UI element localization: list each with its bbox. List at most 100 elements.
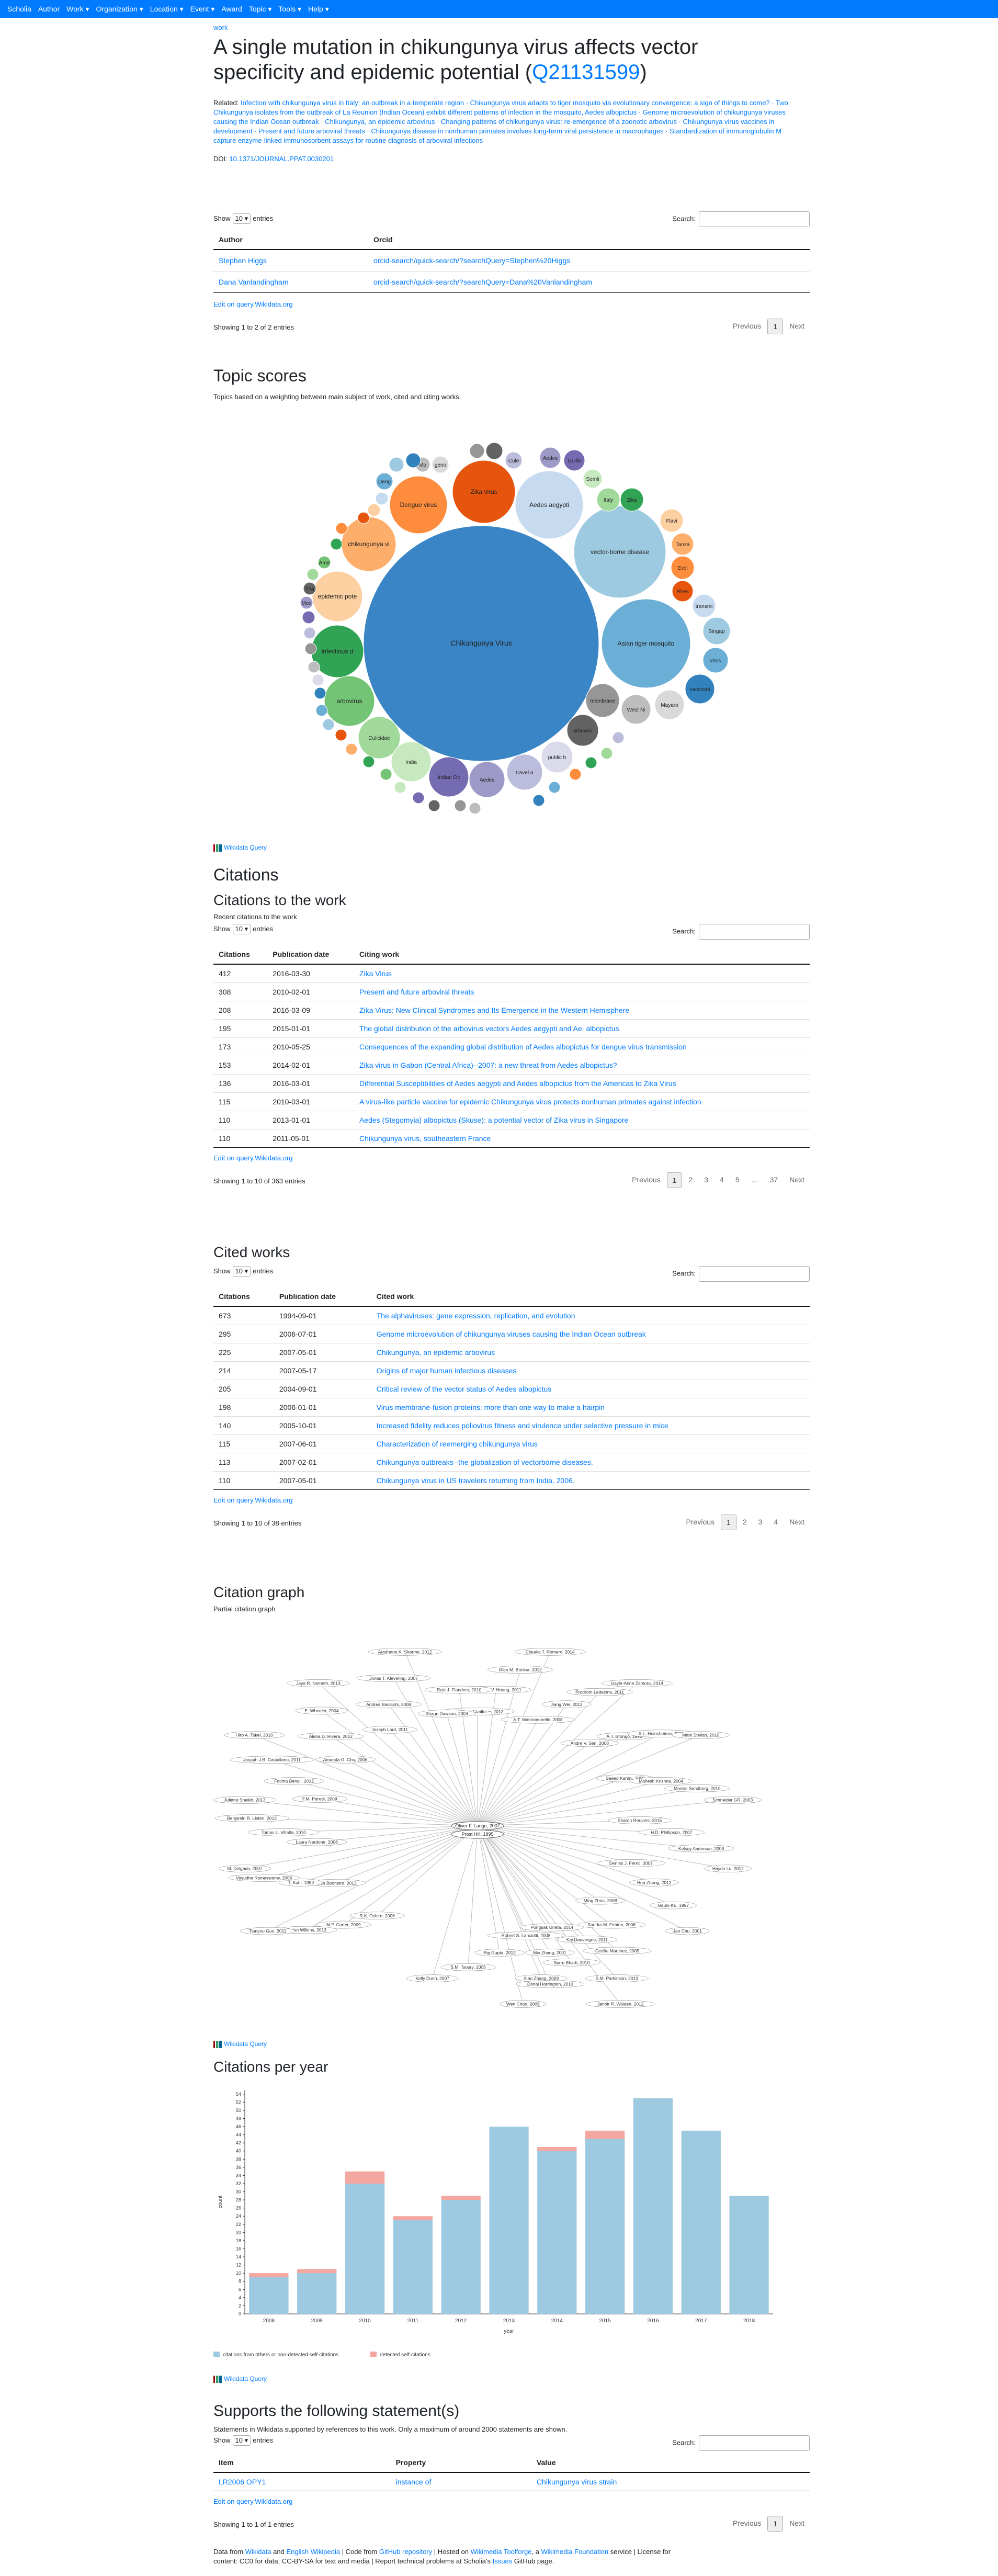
nav-item-5[interactable]: Event ▾ [190,4,215,13]
topic-bubble[interactable] [532,794,545,807]
graph-node[interactable]: Jenoir R. Walden, 2012 [586,2000,655,2008]
graph-node[interactable]: Laura Nardone, 2008 [286,1838,347,1846]
column-header[interactable]: Value [531,2453,810,2473]
topic-bubble[interactable]: Rhes [672,580,694,602]
topic-bubble[interactable] [405,453,421,468]
search-input[interactable] [699,211,810,227]
graph-node[interactable]: Jaya R. Nemeth, 2013 [287,1679,350,1687]
topic-bubble[interactable] [312,674,324,686]
page-button-1[interactable]: 1 [721,1515,736,1530]
topic-bubble[interactable] [302,611,315,624]
graph-node[interactable]: H.D. Phillipson, 2007 [638,1828,705,1836]
table-cell-link[interactable]: Virus membrane-fusion proteins: more tha… [376,1403,605,1411]
graph-node[interactable]: Andrea Baiocchi, 2008 [355,1700,422,1709]
graph-node[interactable]: Fatima Benali, 2012 [264,1777,324,1785]
topic-bubble[interactable]: Mex [300,596,313,609]
nav-item-1[interactable]: Author [38,5,60,13]
topic-bubble[interactable]: Tanza [671,533,694,556]
column-header[interactable]: Citations [213,1287,274,1307]
search-input[interactable] [699,1266,810,1282]
topic-bubble[interactable]: travel a [506,754,543,790]
graph-node[interactable]: Raj Gupta, 2012 [474,1949,525,1957]
wikidata-query-link-cpy[interactable]: Wikidata Query [213,2375,267,2383]
topic-bubble[interactable] [600,747,613,760]
topic-bubble[interactable] [612,731,625,744]
graph-node[interactable]: Mark Stellan, 2010 [672,1731,730,1739]
graph-node[interactable]: Joseph Lord, 2011 [362,1725,417,1734]
doi-link[interactable]: 10.1371/JOURNAL.PPAT.0030201 [229,155,334,163]
footer-link[interactable]: English Wikipedia [286,2548,341,2556]
topic-bubble[interactable] [485,442,503,460]
qid-link[interactable]: Q21131599 [532,61,640,84]
previous-page-button[interactable]: Previous [732,2519,762,2527]
table-cell-link[interactable]: Chikungunya, an epidemic arbovirus [376,1348,495,1357]
graph-node[interactable]: M. Delgado, 2007 [219,1865,271,1873]
topic-bubble[interactable] [569,768,582,781]
entries-select[interactable]: 10 ▾ [232,1266,251,1276]
page-button-1[interactable]: 1 [767,2516,784,2532]
topic-bubble[interactable] [314,687,326,699]
graph-node[interactable]: Joseph J.B. Castellano, 2011 [229,1756,315,1764]
graph-node[interactable]: Schneider GR, 2003 [704,1796,762,1804]
topic-bubble[interactable]: chikungunya vi [341,516,396,572]
topic-bubble[interactable]: Dengue virus [389,476,448,534]
footer-link[interactable]: GitHub repository [379,2548,433,2556]
wikidata-query-link-graph[interactable]: Wikidata Query [213,2040,267,2048]
graph-node[interactable]: Serre Bharti, 2010 [542,1958,601,1967]
page-button-5[interactable]: 5 [735,1176,740,1184]
graph-node[interactable]: Gaulo KE, 1997 [650,1901,697,1910]
column-header[interactable]: Publication date [267,945,354,965]
graph-node[interactable]: Donal Harrington, 2010 [516,1980,585,1988]
graph-node[interactable]: M.P. Carter, 2009 [316,1920,371,1929]
table-cell-link[interactable]: Zika Virus [359,969,392,978]
topic-bubble[interactable]: Mayaro [654,690,685,720]
graph-center-node[interactable]: Oliver F. Lange, 2007 [451,1821,504,1831]
graph-node[interactable]: Dennis J. Ferric, 2007 [596,1859,665,1867]
topic-bubble[interactable]: public h [541,741,573,773]
graph-node[interactable]: Robert S. Lanciotti, 2008 [487,1931,564,1939]
nav-item-9[interactable]: Help ▾ [308,4,329,13]
graph-node[interactable]: Benjamin R. Listen, 2012 [214,1814,289,1822]
page-button-1[interactable]: 1 [767,319,784,334]
topic-bubble[interactable]: Aedes [469,761,505,798]
topic-bubble[interactable]: India [391,741,432,782]
graph-node[interactable]: Aradhana K. Sharma, 2012 [368,1647,442,1656]
footer-link[interactable]: Wikimedia Foundation [541,2548,609,2556]
topic-bubble[interactable]: arbovirus [324,675,375,727]
topic-bubble[interactable] [394,781,406,794]
graph-node[interactable]: Haydn Lo, 2012 [705,1865,752,1873]
topic-bubble[interactable]: Flavi [660,509,684,533]
table-cell-link[interactable]: Chikungunya outbreaks--the globalization… [376,1458,593,1466]
table-cell-link[interactable]: LR2006 OPY1 [219,2478,266,2486]
column-header[interactable]: Orcid [368,230,810,250]
topic-bubble[interactable]: Aedes [539,447,561,469]
topic-bubble[interactable]: Zika virus [452,460,516,524]
page-button-4[interactable]: 4 [774,1518,778,1526]
topic-bubble[interactable]: Asian tiger mosquito [601,598,691,688]
topic-bubble[interactable]: Tha [303,582,316,595]
topic-bubble[interactable]: vaccinati [685,674,715,704]
next-page-button[interactable]: Next [789,1518,804,1526]
topic-bubble[interactable] [375,492,389,505]
graph-node[interactable]: Tomas L. Villalta, 2010 [248,1828,320,1836]
table-cell-link[interactable]: Chikungunya virus strain [536,2478,617,2486]
related-links[interactable]: Infection with chikungunya virus in Ital… [213,99,788,144]
table-cell-link[interactable]: Consequences of the expanding global dis… [359,1043,687,1051]
search-input[interactable] [699,2435,810,2451]
graph-node[interactable]: Hua Zheng, 2012 [629,1879,679,1886]
table-cell-link[interactable]: Genome microevolution of chikungunya vir… [376,1330,646,1338]
page-button-…[interactable]: … [751,1176,758,1184]
nav-item-7[interactable]: Topic ▾ [248,4,272,13]
table-cell-link[interactable]: The alphaviruses: gene expression, repli… [376,1312,575,1320]
nav-item-0[interactable]: Scholia [7,5,31,13]
graph-node[interactable]: Ming Zhou, 2008 [575,1896,625,1905]
topic-bubble[interactable] [322,718,335,731]
page-button-37[interactable]: 37 [769,1176,778,1184]
topic-bubble[interactable]: geno [432,456,449,473]
topic-bubble[interactable]: Guille [563,449,585,471]
topic-bubble[interactable] [454,799,467,812]
graph-node[interactable]: S.M. Parkinson, 2013 [585,1974,649,1983]
topic-bubble[interactable] [428,799,440,812]
graph-node[interactable]: Kai Dauvergne, 2011 [557,1936,618,1944]
